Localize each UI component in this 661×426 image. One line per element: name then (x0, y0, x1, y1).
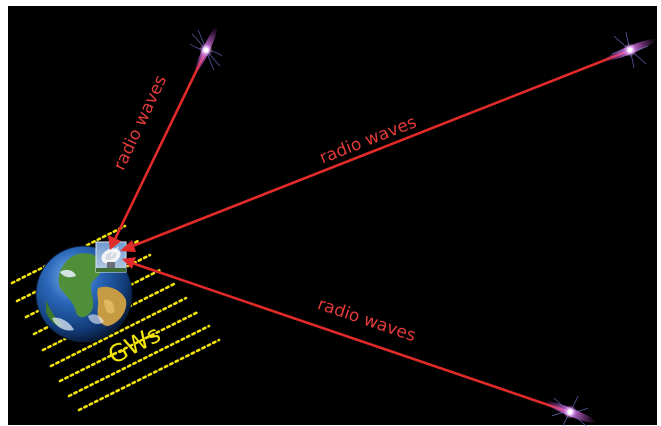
gw-line (67, 324, 211, 398)
radio-wave-arrow-top-right (120, 49, 629, 252)
pulsar-icon (603, 31, 657, 69)
radio-wave-arrow-top-left (108, 52, 207, 250)
background-panel (8, 6, 657, 425)
gw-line (58, 310, 200, 383)
pulsar-icon (189, 26, 223, 74)
gw-line (49, 296, 188, 368)
gw-line (77, 338, 221, 412)
radio-wave-arrow-bottom-right (122, 257, 570, 414)
pulsar-icon (543, 395, 597, 426)
